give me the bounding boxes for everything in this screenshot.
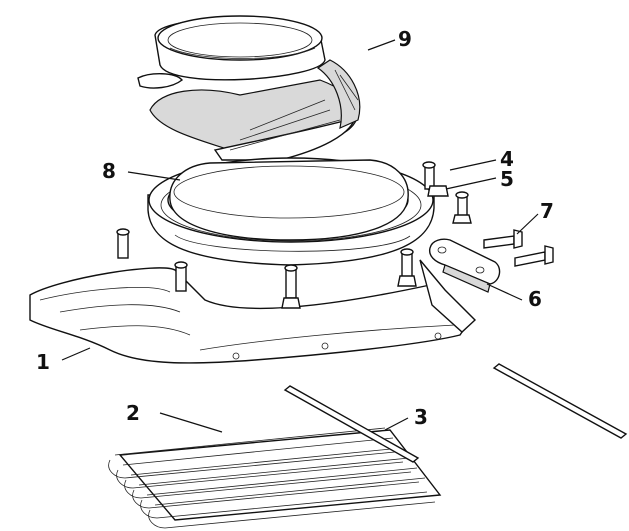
callout-3: 3 — [414, 405, 428, 429]
callout-7: 7 — [540, 199, 554, 223]
part-4-bolt — [422, 161, 436, 190]
part-7-pins — [483, 229, 554, 267]
callout-6: 6 — [528, 287, 542, 311]
part-9-spiral-ring — [137, 15, 361, 161]
callout-5: 5 — [500, 167, 514, 191]
part-1-base-chute — [29, 259, 477, 364]
part-8-housing — [147, 157, 435, 266]
housing-bolts — [116, 228, 417, 309]
leader-lines — [61, 39, 539, 433]
callout-8: 8 — [102, 159, 116, 183]
part-6-plate — [428, 238, 501, 293]
part-2-grate — [108, 427, 442, 529]
part-3-rods — [283, 363, 628, 463]
callout-2: 2 — [126, 401, 140, 425]
callout-4: 4 — [500, 147, 514, 171]
callout-9: 9 — [398, 27, 412, 51]
part-5-nut — [427, 185, 472, 224]
callout-1: 1 — [36, 350, 50, 374]
